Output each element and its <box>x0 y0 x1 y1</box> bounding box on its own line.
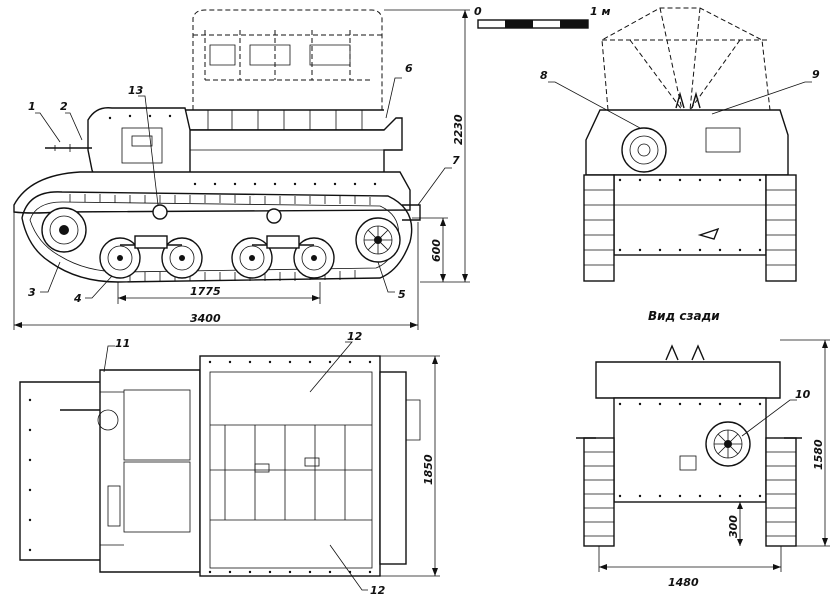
dim-length: 3400 <box>190 312 221 325</box>
callout-7: 7 <box>452 154 460 167</box>
callout-5: 5 <box>398 288 406 301</box>
dim-rear-height: 1580 <box>812 439 825 470</box>
rear-view-bottom: 10 1580 300 1480 <box>576 339 830 589</box>
callout-6: 6 <box>405 62 413 75</box>
callout-2: 2 <box>60 100 68 113</box>
callout-11: 11 <box>115 337 130 350</box>
callout-10: 10 <box>795 388 811 401</box>
rear-view-caption: Вид сзади <box>648 309 720 323</box>
callout-12-bottom: 12 <box>370 584 386 597</box>
callout-9: 9 <box>812 68 820 81</box>
scale-start-label: 0 <box>474 5 482 18</box>
plan-view: 1850 11 12 12 <box>19 330 440 597</box>
scale-bar: 0 1 м <box>474 5 610 29</box>
callout-3: 3 <box>28 286 36 299</box>
dim-plan-width: 1850 <box>422 454 435 485</box>
side-callouts: 1 2 13 6 7 3 4 5 <box>28 62 460 305</box>
callout-13: 13 <box>128 84 144 97</box>
callout-8: 8 <box>540 69 548 82</box>
callout-1: 1 <box>28 100 36 113</box>
callout-4: 4 <box>73 292 82 305</box>
side-dimensions: 1775 3400 2230 600 <box>13 9 470 330</box>
scale-end-label: 1 м <box>590 5 610 18</box>
side-view <box>13 9 421 283</box>
dim-wheelbase: 1775 <box>190 285 221 298</box>
dim-clearance: 300 <box>727 515 740 538</box>
callout-12-top: 12 <box>347 330 363 343</box>
dim-track-gauge: 1480 <box>668 576 699 589</box>
dim-track-height: 600 <box>430 239 443 262</box>
rear-view-top: 8 9 Вид сзади <box>540 7 820 323</box>
dim-height: 2230 <box>452 114 465 145</box>
